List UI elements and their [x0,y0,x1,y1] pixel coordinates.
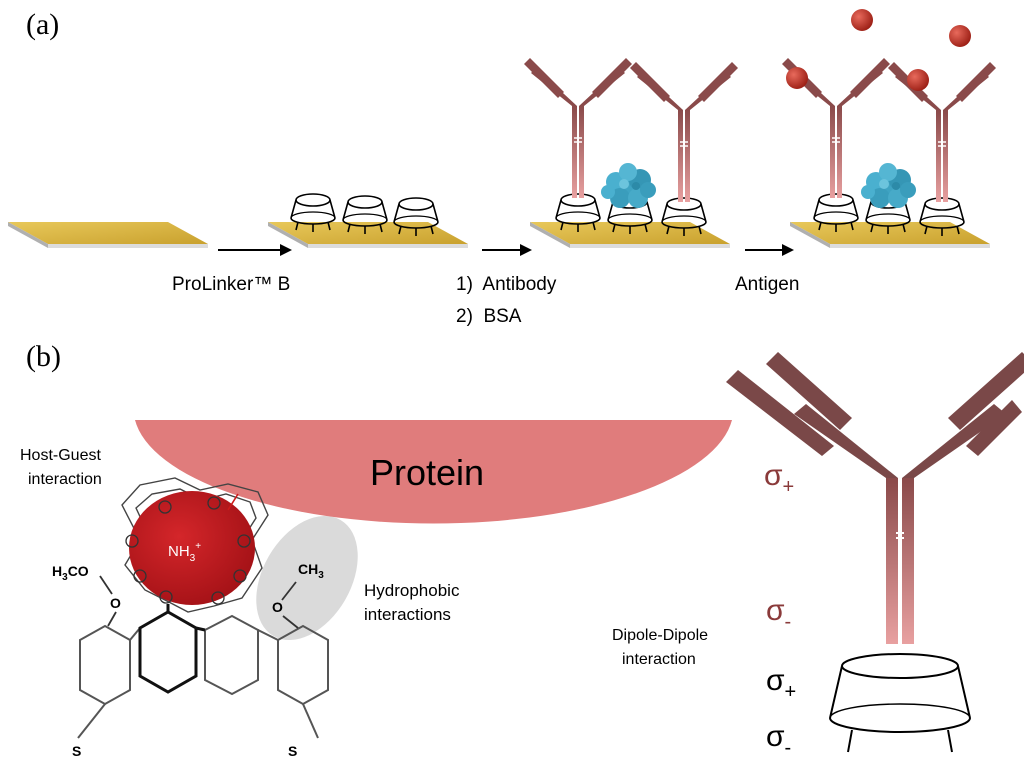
methoxy-right: CH3 O [272,561,324,629]
host-cup [342,195,388,235]
calixarene-front-ring [138,604,206,694]
large-host-cup [829,653,971,753]
bsa-protein-icon [601,163,656,208]
arrow-antigen [745,244,794,256]
step-antibody-label: 1) Antibody [456,274,557,295]
protein-label: Protein [370,452,484,493]
antigen-sphere [786,67,808,89]
step-prolinker-label: ProLinker™ B [172,274,290,295]
guest-tether [227,493,239,511]
step-antigen-label: Antigen [735,274,799,295]
arrow-prolinker [218,244,292,256]
dipole-label: Dipole-Dipole [612,627,708,644]
protein-shape [135,420,732,524]
dipole-label-line2: interaction [622,651,696,668]
sulfur-right: S [288,743,297,759]
arrow-antibody-bsa [482,244,532,256]
large-antibody-icon [726,352,1024,644]
sigma-minus-antibody: σ- [766,594,791,633]
sulfur-left: S [72,743,81,759]
svg-text:O: O [110,595,121,611]
host-cup [919,197,965,237]
hydrophobic-label: Hydrophobic [364,581,460,600]
hydrophobic-region [256,515,358,641]
sigma-plus-antibody: σ+ [764,459,794,498]
ammonium-label: NH3+ [168,541,201,564]
host-guest-label: Host-Guest [20,447,101,464]
antigen-sphere [949,25,971,47]
methoxy-left: H3CO O [52,563,121,627]
host-cup [813,193,859,233]
host-cup [393,197,439,237]
crown-oxygens [125,496,251,605]
ammonium-guest [129,491,255,605]
hydrophobic-label-line2: interactions [364,605,451,624]
host-cup [290,193,336,233]
host-cup [555,193,601,233]
host-cup [661,197,707,237]
sigma-minus-cup: σ- [766,720,791,759]
antigen-sphere [851,9,873,31]
svg-text:H3CO: H3CO [52,563,89,583]
bsa-protein-icon [861,163,916,208]
panel-b-label: (b) [26,340,61,373]
calixarene-structure [77,614,329,739]
antigen-sphere [907,69,929,91]
gold-substrate-bare [8,222,208,248]
sigma-plus-cup: σ+ [766,664,796,703]
step-bsa-label: 2) BSA [456,306,522,327]
svg-text:O: O [272,599,283,615]
panel-a-label: (a) [26,8,59,41]
host-guest-label-line2: interaction [28,471,102,488]
svg-text:CH3: CH3 [298,561,324,581]
